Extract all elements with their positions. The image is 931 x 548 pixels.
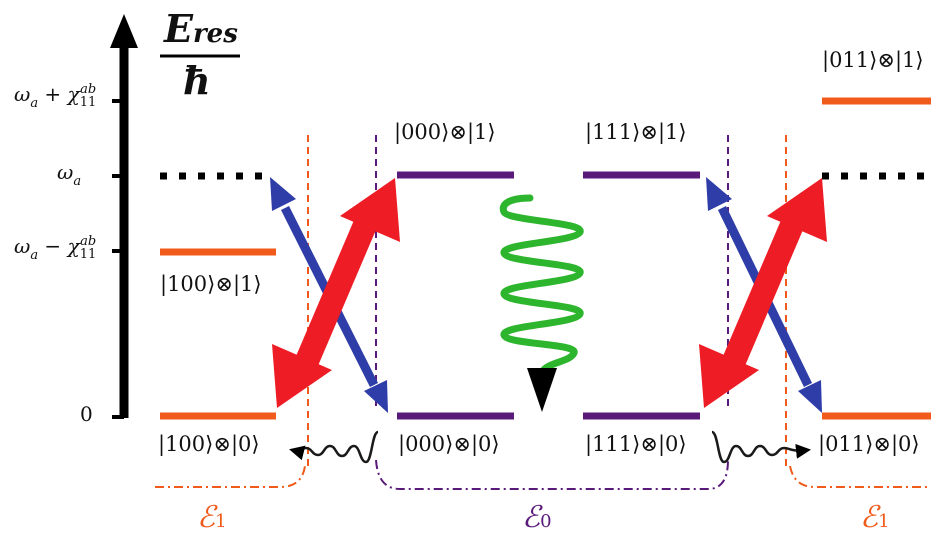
state-label-000-0: |000⟩⊗|0⟩ [398,432,500,456]
green-photon-arrowhead [527,368,557,412]
axis-title-numerator: Eres [164,6,238,51]
state-label-111-0: |111⟩⊗|0⟩ [585,432,687,456]
green-photon-wave [499,194,584,376]
red-arrow-left-shaft [292,213,380,373]
state-label-000-1: |000⟩⊗|1⟩ [394,120,496,144]
axis-title-denominator: ħ [183,58,211,103]
blue-arrow-right-head-down [798,380,822,413]
subspace-label-epsilon1-right: ℰ1 [860,500,890,535]
red-arrow-left-head-up [340,178,400,242]
emission-wave-right [711,430,811,464]
red-arrow-right-head-up [767,178,827,242]
red-arrow-left-head-down [272,344,332,408]
energy-axis-arrowhead [110,14,138,48]
red-arrow-right-head-down [699,344,759,408]
bracket-epsilon0 [375,459,729,490]
blue-arrow-left-head-down [364,380,388,413]
state-label-100-1: |100⟩⊗|1⟩ [160,272,262,296]
subspace-label-epsilon1-left: ℰ1 [197,500,227,535]
bracket-epsilon1-left [155,465,306,488]
blue-arrow-right-head-up [706,177,732,211]
emission-wave-left [289,430,379,464]
state-label-100-0: |100⟩⊗|0⟩ [158,432,260,456]
subspace-label-epsilon0: ℰ0 [522,500,552,535]
tick-label-zero: 0 [80,402,93,426]
bracket-epsilon1-right [789,465,931,488]
state-label-011-0: |011⟩⊗|0⟩ [818,432,920,456]
state-label-011-1: |011⟩⊗|1⟩ [822,48,924,72]
blue-arrow-left-head-up [270,177,296,211]
red-arrow-right-shaft [719,213,807,373]
state-label-111-1: |111⟩⊗|1⟩ [585,120,687,144]
tick-label-omega: ωa [57,160,82,189]
